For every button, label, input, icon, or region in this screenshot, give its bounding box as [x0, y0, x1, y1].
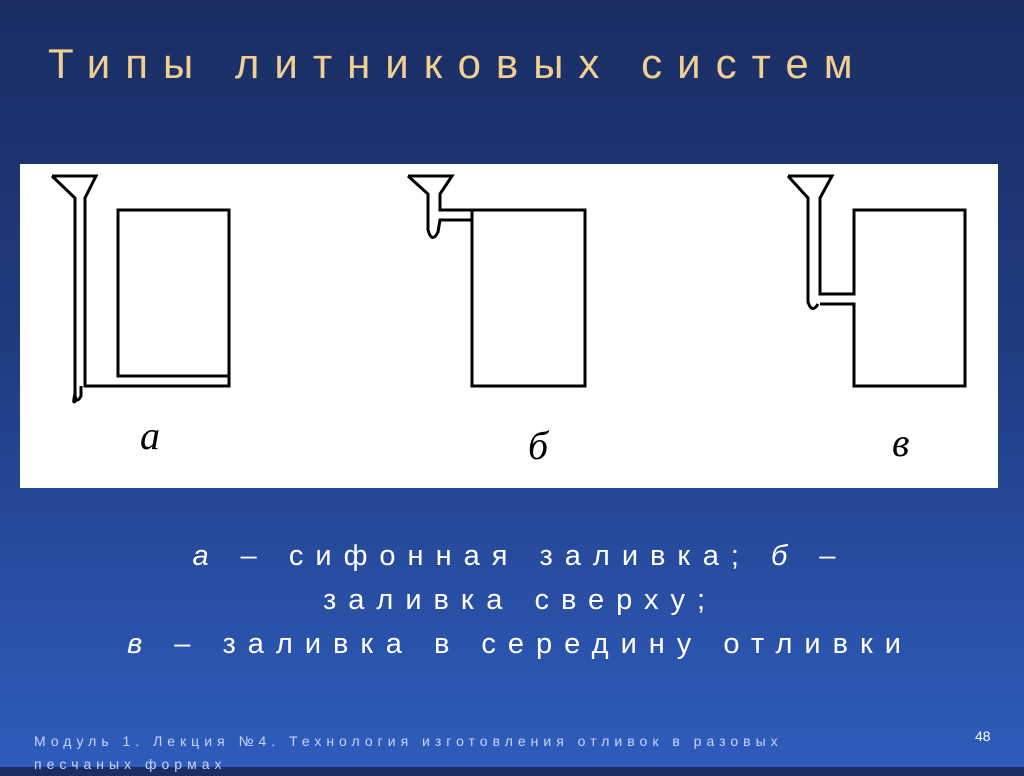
footer-module-text: Модуль 1. Лекция №4. Технология изготовл…: [34, 733, 783, 772]
label-b: б: [528, 423, 550, 468]
sprue-b: [406, 174, 587, 388]
diagram-svg: а б в: [50, 174, 967, 468]
caption-a-text: – сифонная заливка;: [220, 540, 771, 572]
caption-line-2: заливка сверху;: [322, 584, 718, 616]
label-c: в: [892, 420, 909, 465]
sprue-a: [50, 174, 231, 404]
label-a: а: [140, 413, 160, 458]
gating-systems-diagram: а б в: [20, 164, 998, 488]
caption: а – сифонная заливка; б – заливка сверху…: [60, 534, 980, 666]
caption-line-3: в – заливка в середину отливки: [60, 622, 980, 666]
page-number: 48: [975, 728, 991, 744]
sprue-c: [786, 174, 967, 388]
caption-a-letter: а: [192, 540, 221, 572]
caption-line-1: а – сифонная заливка; б –: [60, 534, 980, 578]
diagram-c-middle: [786, 174, 967, 388]
diagram-b-top: [406, 174, 587, 388]
caption-c-letter: в: [127, 628, 155, 660]
diagram-a-siphon: [50, 174, 231, 404]
caption-c-text: – заливка в середину отливки: [154, 628, 913, 660]
caption-b-text: –: [799, 540, 848, 572]
slide-title: Типы литниковых систем: [48, 40, 868, 87]
caption-b-letter: б: [771, 540, 800, 572]
